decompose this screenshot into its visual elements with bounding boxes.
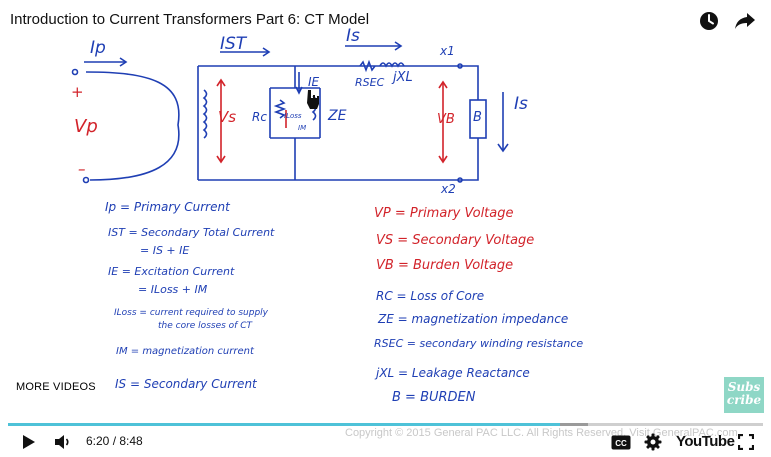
progress-played (8, 423, 560, 426)
x2-label: x2 (441, 182, 456, 196)
legend-vb: VB = Burden Voltage (376, 258, 514, 273)
legend-ie: IE = Excitation Current (108, 265, 235, 278)
rsec-label: RSEC (355, 76, 385, 89)
plus-sign: + (71, 83, 84, 101)
cc-icon[interactable]: CC (610, 433, 632, 451)
legend-vp: VP = Primary Voltage (374, 206, 514, 221)
is-right-label: Is (514, 94, 528, 114)
legend-im: IM = magnetization current (116, 346, 254, 357)
video-title[interactable]: Introduction to Current Transformers Par… (10, 11, 370, 28)
svg-text:CC: CC (615, 439, 627, 448)
is-top-label: Is (346, 26, 360, 46)
legend-is: IS = Secondary Current (115, 377, 257, 391)
share-arrow-icon[interactable] (733, 9, 757, 33)
legend-ist: IST = Secondary Total Current (108, 226, 275, 239)
subscribe-button[interactable]: Subs cribe (724, 377, 764, 413)
legend-b: B = BURDEN (392, 390, 476, 405)
youtube-logo[interactable]: YouTube (676, 433, 735, 450)
jxl-label: jXL (393, 70, 413, 85)
legend-ze: ZE = magnetization impedance (378, 312, 569, 326)
rc-label: Rc (252, 110, 267, 124)
ist-label: IST (220, 34, 247, 54)
iloss-label: ILoss (284, 112, 302, 120)
x1-label: x1 (440, 44, 455, 58)
progress-buffered (559, 423, 588, 426)
ip-label: Ip (90, 38, 106, 58)
progress-bar[interactable] (8, 423, 763, 426)
ie-label: IE (308, 75, 320, 89)
legend-ie-eq: = ILoss + IM (138, 283, 208, 296)
hand-cursor (307, 90, 319, 109)
volume-icon[interactable] (52, 432, 74, 452)
minus-sign: – (78, 160, 86, 178)
ct-model-circuit (71, 41, 509, 184)
ze-label: ZE (328, 108, 347, 124)
fullscreen-icon[interactable] (736, 432, 756, 452)
legend-iloss: ILoss = current required to supply (114, 308, 269, 318)
vp-label: Vp (74, 116, 98, 137)
time-display: 6:20 / 8:48 (86, 434, 143, 448)
legend-ist-eq: = IS + IE (140, 244, 190, 257)
legend-ip: Ip = Primary Current (105, 200, 230, 214)
vs-label: Vs (218, 108, 237, 126)
legend-vs: VS = Secondary Voltage (376, 233, 535, 248)
play-icon[interactable] (18, 432, 40, 452)
more-videos-button[interactable]: MORE VIDEOS (16, 381, 96, 393)
subscribe-label-2: cribe (726, 393, 762, 407)
subscribe-label-1: Subs (727, 380, 761, 394)
vb-label: VB (437, 112, 455, 127)
legend-rc: RC = Loss of Core (376, 289, 485, 303)
clock-icon[interactable] (697, 9, 721, 33)
legend-jxl: jXL = Leakage Reactance (376, 366, 530, 380)
copyright-watermark: Copyright © 2015 General PAC LLC. All Ri… (345, 427, 738, 439)
gear-icon[interactable] (642, 432, 664, 452)
burden-box-label: B (473, 110, 482, 125)
legend-rsec: RSEC = secondary winding resistance (374, 337, 584, 350)
legend-iloss-2: the core losses of CT (158, 321, 252, 331)
im-label: IM (298, 124, 307, 132)
